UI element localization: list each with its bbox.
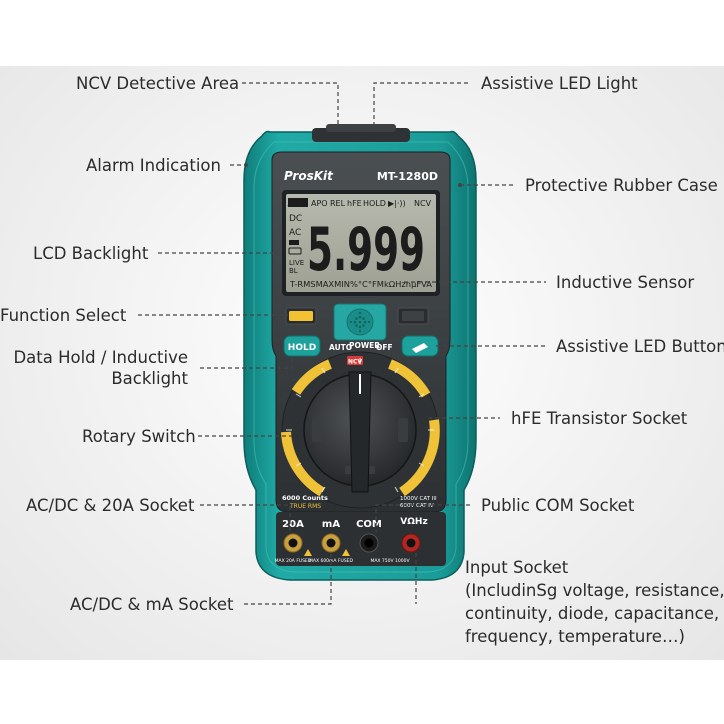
brand-logo: ProsKit xyxy=(284,169,334,183)
label-led-light: Assistive LED Light xyxy=(481,74,638,93)
label-input-socket-line3: frequency, temperature…) xyxy=(465,627,685,646)
lcd-bl: BL xyxy=(289,267,298,275)
label-rotary-switch: Rotary Switch xyxy=(82,427,196,446)
label-protective-case: Protective Rubber Case xyxy=(525,176,718,195)
speaker-holes-icon xyxy=(349,311,371,333)
socket-20a[interactable] xyxy=(283,533,303,553)
leader-ncv-area xyxy=(242,82,339,128)
label-input-socket-line1: (IncludinSg voltage, resistance, xyxy=(465,581,724,600)
leader-data-hold xyxy=(200,356,293,369)
dial-ncv-label: NCV xyxy=(348,359,362,366)
jack-ma-label: mA xyxy=(322,519,340,530)
lcd-dc: DC xyxy=(289,214,302,224)
dial-ticks xyxy=(286,358,434,493)
rotary-switch[interactable]: NCV xyxy=(281,351,440,509)
jack-panel: 20A mA COM VΩHz MAX 20A FUSED MAX 600mA … xyxy=(275,512,446,566)
lcd-rel: REL xyxy=(330,199,346,208)
label-input-socket-line2: continuity, diode, capacitance, xyxy=(465,604,720,623)
function-select-key[interactable] xyxy=(289,311,313,321)
label-lcd-backlight: LCD Backlight xyxy=(33,244,149,263)
socket-ma[interactable] xyxy=(321,533,341,553)
counts-label: 6000 Counts xyxy=(282,494,328,502)
true-rms-label: TRUE RMS xyxy=(289,503,321,510)
ncv-led-indicator xyxy=(402,311,424,321)
label-hfe-socket: hFE Transistor Socket xyxy=(511,409,688,428)
leader-20a xyxy=(200,504,291,532)
jack-com-label: COM xyxy=(356,519,382,530)
dial-auto-label: AUTO xyxy=(329,343,352,352)
jack-vohz-label: VΩHz xyxy=(400,517,427,527)
lcd-live: LIVE xyxy=(289,259,304,267)
ncv-position-marker xyxy=(347,356,363,365)
warning-icon xyxy=(304,549,312,556)
knob-pointer xyxy=(348,371,372,493)
label-inductive-sensor: Inductive Sensor xyxy=(556,273,695,292)
lcd-ac: AC xyxy=(289,228,301,238)
leader-led-light xyxy=(373,82,468,128)
socket-input[interactable] xyxy=(401,533,421,553)
warning-icon xyxy=(342,549,350,556)
lcd-low-battery-icon xyxy=(289,240,299,245)
label-ncv-area: NCV Detective Area xyxy=(76,74,240,93)
dial-scale-right-upper xyxy=(387,359,431,398)
hold-button[interactable]: HOLD xyxy=(283,335,321,357)
flashlight-icon xyxy=(412,343,428,353)
leader-ma xyxy=(244,553,332,605)
lcd-auto: AUTO xyxy=(287,199,308,208)
label-public-com: Public COM Socket xyxy=(481,496,635,515)
ncv-detective-area xyxy=(312,124,410,142)
assistive-led-button[interactable] xyxy=(401,335,439,357)
lcd-hfe: hFE xyxy=(347,199,362,208)
diode-continuity-icon: ▶|·)) xyxy=(388,199,406,208)
socket-com[interactable] xyxy=(359,533,379,553)
dial-off-label: OFF xyxy=(376,343,393,352)
cat-rating-line1: 1000V CAT III xyxy=(400,496,437,502)
dial-scale-left-lower xyxy=(281,431,325,497)
lcd-display: AUTO APO REL hFE HOLD ▶|·)) NCV DC AC LI… xyxy=(282,190,440,296)
lcd-apo: APO xyxy=(311,199,328,208)
jack-20a-note: MAX 20A FUSED xyxy=(275,558,312,564)
leader-lines xyxy=(138,82,546,605)
jack-20a-label: 20A xyxy=(282,519,304,530)
leader-dots xyxy=(244,163,462,187)
model-label: MT-1280D xyxy=(377,170,438,183)
label-alarm-indication: Alarm Indication xyxy=(86,156,221,175)
lcd-auto-badge xyxy=(288,198,308,207)
label-data-hold-line2: Backlight xyxy=(111,369,188,388)
dial-scale-left-upper xyxy=(291,359,333,395)
control-row xyxy=(285,303,429,341)
label-acdc-ma: AC/DC & mA Socket xyxy=(70,595,234,614)
cat-rating-line2: 600V CAT IV xyxy=(400,503,434,509)
lcd-ncv: NCV xyxy=(414,199,432,208)
dial-scale-right-lower xyxy=(399,419,440,497)
label-input-socket-title: Input Socket xyxy=(465,558,569,577)
lcd-reading: 5.999 xyxy=(307,215,425,285)
dial-power-label: POWER xyxy=(349,341,380,350)
lcd-battery-icon xyxy=(288,247,302,255)
label-acdc-20a: AC/DC & 20A Socket xyxy=(26,496,195,515)
label-function-select: Function Select xyxy=(0,306,127,325)
jack-input-note: MAX 750V 1000V xyxy=(370,558,410,564)
leader-com xyxy=(375,504,470,532)
label-data-hold-line1: Data Hold / Inductive xyxy=(13,348,188,367)
lcd-hold: HOLD xyxy=(363,199,386,208)
hold-button-label: HOLD xyxy=(288,343,316,353)
label-led-button: Assistive LED Button xyxy=(556,337,724,356)
lcd-unit-row: T-RMSMAXMIN%°C°FMkΩHznμFVA xyxy=(289,280,433,289)
